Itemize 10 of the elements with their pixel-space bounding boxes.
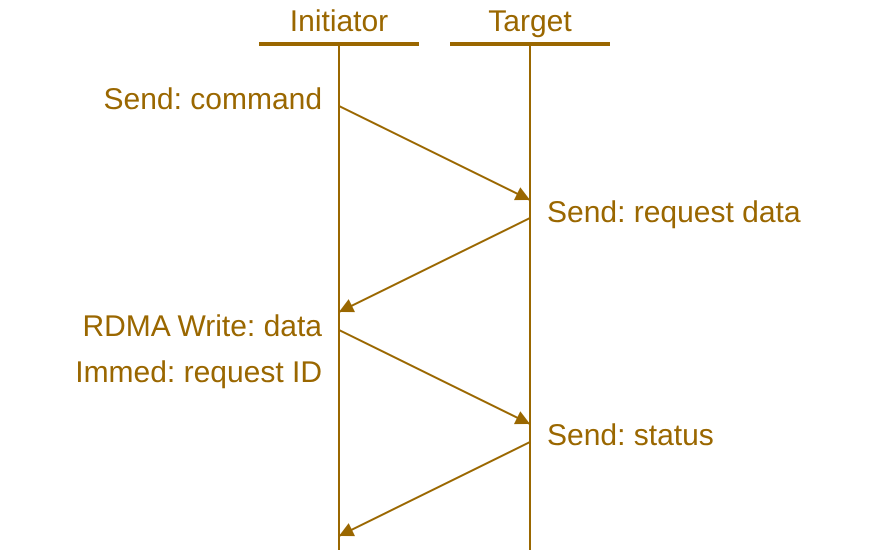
message-arrow	[338, 217, 530, 313]
message-label: Send: command	[102, 82, 322, 118]
message-label: Send: request data	[547, 195, 802, 231]
lifeline-header: Target	[450, 4, 610, 46]
message-arrow	[338, 441, 530, 537]
message-arrow	[338, 105, 530, 201]
message-label: RDMA Write: data Immed: request ID	[74, 309, 322, 391]
message-label: Send: status	[547, 418, 715, 454]
message-arrow	[338, 329, 530, 425]
lifeline-header: Initiator	[259, 4, 419, 46]
